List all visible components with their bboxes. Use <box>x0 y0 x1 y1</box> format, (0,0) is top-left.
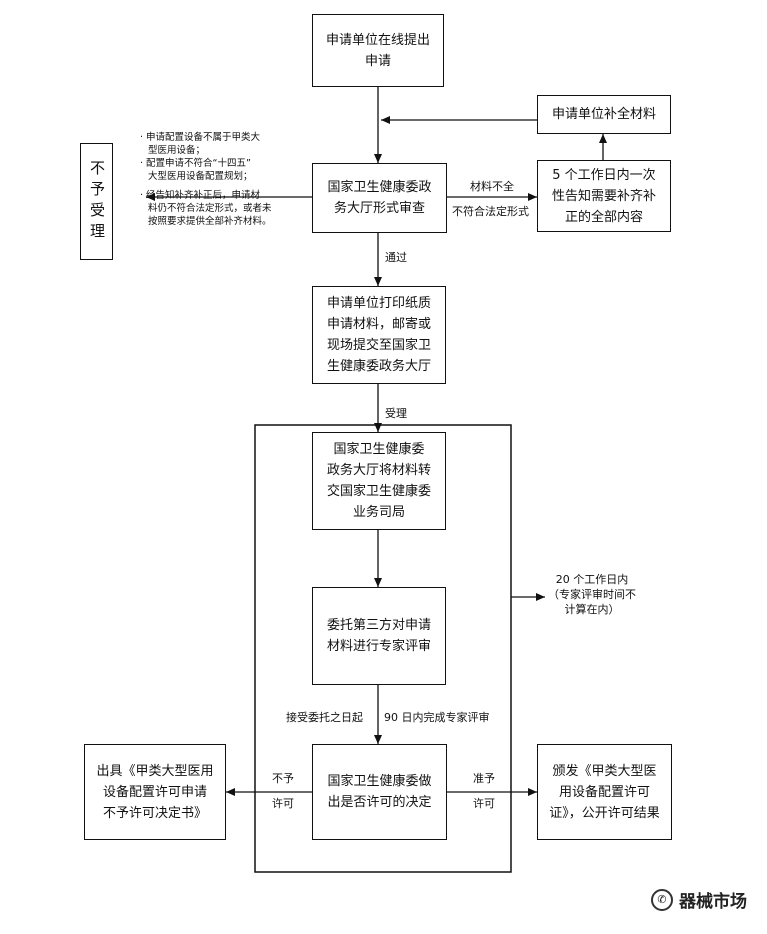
box-transfer-department: 国家卫生健康委政务大厅将材料转交国家卫生健康委业务司局 <box>312 432 446 530</box>
box-notify-5days: 5 个工作日内一次性告知需要补齐补正的全部内容 <box>537 160 671 232</box>
label-accept: 受理 <box>385 407 407 420</box>
box-online-application: 申请单位在线提出申请 <box>312 14 444 87</box>
box-expert-review: 委托第三方对申请材料进行专家评审 <box>312 587 446 685</box>
label-nonconforming: 不符合法定形式 <box>452 205 529 218</box>
wechat-icon: ✆ <box>651 888 673 911</box>
label-20-working-days: 20 个工作日内 （专家评审时间不 计算在内） <box>548 573 636 616</box>
label-deny-2: 许可 <box>272 797 294 810</box>
box-print-submit: 申请单位打印纸质申请材料，邮寄或现场提交至国家卫生健康委政务大厅 <box>312 286 446 384</box>
label-grant-2: 许可 <box>473 797 495 810</box>
box-supplement-materials: 申请单位补全材料 <box>537 95 671 134</box>
box-grant-license: 颁发《甲类大型医用设备配置许可证》，公开许可结果 <box>537 744 672 840</box>
label-from-entrust-date: 接受委托之日起 <box>286 711 363 724</box>
box-deny-decision-doc: 出具《甲类大型医用设备配置许可申请不予许可决定书》 <box>84 744 226 840</box>
label-incomplete: 材料不全 <box>470 180 514 193</box>
box-formal-review: 国家卫生健康委政务大厅形式审查 <box>312 163 447 233</box>
label-grant-1: 准予 <box>473 772 495 785</box>
label-pass: 通过 <box>385 251 407 264</box>
process-frame <box>254 424 512 873</box>
watermark: ✆ 器械市场 <box>651 887 747 912</box>
label-deny-1: 不予 <box>272 772 294 785</box>
watermark-text: 器械市场 <box>679 892 747 912</box>
box-decision: 国家卫生健康委做出是否许可的决定 <box>312 744 447 840</box>
label-within-90-days: 90 日内完成专家评审 <box>384 711 490 724</box>
box-reject: 不予受理 <box>80 143 113 260</box>
reject-reasons-note: · 申请配置设备不属于甲类大 型医用设备； · 配置申请不符合“十四五” 大型医… <box>140 132 272 227</box>
